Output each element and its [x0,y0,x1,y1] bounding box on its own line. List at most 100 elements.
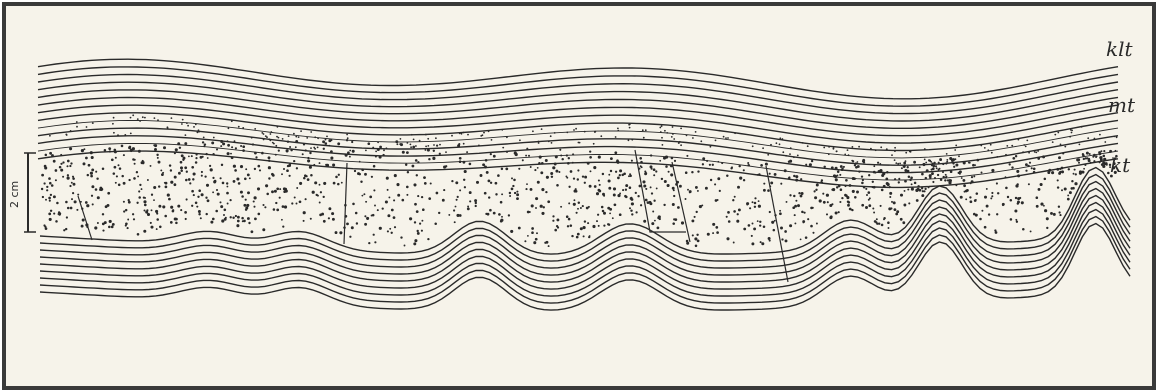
sand-dot [1075,173,1077,175]
sand-dot [425,146,427,148]
sand-dot [814,196,817,199]
sand-dot [144,117,146,119]
sand-dot [243,204,246,207]
sand-dot [914,182,917,185]
sand-dot [53,160,56,163]
sand-dot [1104,141,1106,143]
sand-dot [352,203,355,206]
sand-dot [1072,187,1075,190]
sand-dot [876,223,878,225]
sand-dot [908,175,911,178]
sand-dot [1087,137,1089,139]
sand-dot [931,172,934,175]
sand-dot [710,146,712,148]
sand-dot [1005,187,1008,190]
sand-dot [743,228,746,231]
sand-dot [955,163,958,166]
sand-dot [373,234,375,236]
sand-dot [1015,219,1017,221]
sand-dot [77,194,79,196]
sand-dot [184,142,187,145]
sand-dot [349,156,351,158]
sand-dot [435,137,437,139]
sand-dot [439,153,441,155]
sand-dot [695,131,697,133]
sand-dot [588,236,590,238]
sand-dot [891,201,893,203]
sand-dot [182,159,184,161]
sand-dot [655,170,657,172]
sand-dot [705,187,708,190]
sand-dot [300,130,302,132]
sand-dot [416,210,419,213]
sand-dot [1015,184,1018,187]
sand-dot [635,192,637,194]
sand-dot [631,160,633,162]
sand-dot [576,236,579,239]
sand-dot [643,220,646,223]
sand-dot [1077,158,1080,161]
sand-dot [91,156,94,159]
sand-dot [991,195,993,197]
sand-dot [645,172,648,175]
sand-dot [268,166,271,169]
sand-dot [71,182,73,184]
sand-dot [451,180,453,182]
sand-dot [44,226,46,228]
label-mt: mt [1108,93,1136,117]
sand-dot [637,195,639,197]
sand-dot [115,182,117,184]
sand-dot [305,198,307,200]
sand-dot [134,159,136,161]
sand-dot [552,166,555,169]
sand-dot [143,200,146,203]
sand-dot [467,206,469,208]
sand-dot [46,189,48,191]
sand-dot [421,220,423,222]
sand-dot [113,117,115,119]
sand-dot [322,140,325,143]
sand-dot [583,226,586,229]
sand-dot [364,173,367,176]
sand-dot [630,209,632,211]
sand-dot [156,154,158,156]
sand-dot [1044,178,1047,181]
sand-dot [379,227,382,230]
sand-dot [154,148,157,151]
sand-dot [812,232,814,234]
sand-dot [555,170,558,173]
sand-dot [511,188,514,191]
sand-dot [694,216,696,218]
sand-dot [67,207,70,210]
sand-dot [69,165,71,167]
sand-dot [170,221,173,224]
sand-dot [752,223,754,225]
sand-dot [537,181,540,184]
sand-dot [996,182,998,184]
sand-dot [375,151,377,153]
sand-dot [365,201,367,203]
sand-dot [911,188,914,191]
sand-dot [903,162,906,165]
sand-dot [867,191,870,194]
sand-dot [349,236,351,238]
sand-dot [946,161,948,163]
sand-dot [625,189,627,191]
sand-dot [428,197,431,200]
sand-dot [128,179,130,181]
sand-dot [769,211,771,213]
sand-dot [257,165,260,168]
sand-dot [671,136,673,138]
sand-dot [490,153,492,155]
sand-dot [624,195,627,198]
sand-dot [319,162,321,164]
sand-dot [104,149,107,152]
sand-dot [995,231,998,234]
sand-dot [325,164,327,166]
sand-dot [613,187,616,190]
sand-dot [258,213,261,216]
sand-dot [763,183,765,185]
sand-dot [439,144,441,146]
sand-dot [991,152,993,154]
sand-dot [619,213,622,216]
